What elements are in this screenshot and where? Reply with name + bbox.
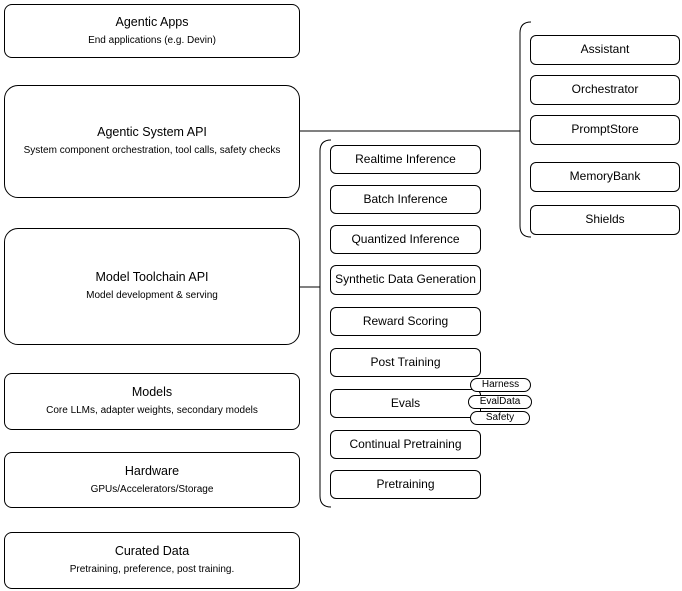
component-promptstore: PromptStore [530, 115, 680, 145]
toolchain-item-reward-scoring: Reward Scoring [330, 307, 481, 336]
box-agentic-system-api-title: Agentic System API [97, 125, 207, 140]
toolchain-item-post-training: Post Training [330, 348, 481, 377]
component-memorybank: MemoryBank [530, 162, 680, 192]
evals-tag-safety: Safety [470, 411, 530, 425]
box-agentic-apps-title: Agentic Apps [115, 14, 189, 29]
toolchain-item-continual-pretraining: Continual Pretraining [330, 430, 481, 459]
box-curated-data-title: Curated Data [114, 544, 190, 559]
box-models-subtitle: Core LLMs, adapter weights, secondary mo… [46, 405, 258, 417]
toolchain-item-quantized-inference: Quantized Inference [330, 225, 481, 254]
box-models: Models Core LLMs, adapter weights, secon… [4, 373, 300, 430]
box-agentic-system-api: Agentic System API System component orch… [4, 85, 300, 198]
box-hardware-subtitle: GPUs/Accelerators/Storage [90, 483, 214, 495]
box-model-toolchain-api-title: Model Toolchain API [95, 270, 209, 285]
toolchain-item-pretraining: Pretraining [330, 470, 481, 499]
box-hardware: Hardware GPUs/Accelerators/Storage [4, 452, 300, 508]
evals-tag-evaldata: EvalData [468, 395, 532, 409]
box-curated-data: Curated Data Pretraining, preference, po… [4, 532, 300, 589]
toolchain-item-synthetic-data-generation: Synthetic Data Generation [330, 265, 481, 295]
evals-tag-harness: Harness [470, 378, 531, 392]
box-models-title: Models [131, 385, 173, 400]
component-shields: Shields [530, 205, 680, 235]
box-agentic-apps-subtitle: End applications (e.g. Devin) [88, 34, 216, 46]
box-agentic-apps: Agentic Apps End applications (e.g. Devi… [4, 4, 300, 58]
box-curated-data-subtitle: Pretraining, preference, post training. [69, 564, 235, 576]
box-agentic-system-api-subtitle: System component orchestration, tool cal… [23, 145, 281, 157]
toolchain-item-evals: Evals [330, 389, 481, 418]
box-model-toolchain-api-subtitle: Model development & serving [86, 290, 218, 302]
box-hardware-title: Hardware [124, 463, 180, 478]
toolchain-item-batch-inference: Batch Inference [330, 185, 481, 214]
component-assistant: Assistant [530, 35, 680, 65]
box-model-toolchain-api: Model Toolchain API Model development & … [4, 228, 300, 345]
toolchain-item-realtime-inference: Realtime Inference [330, 145, 481, 174]
component-orchestrator: Orchestrator [530, 75, 680, 105]
